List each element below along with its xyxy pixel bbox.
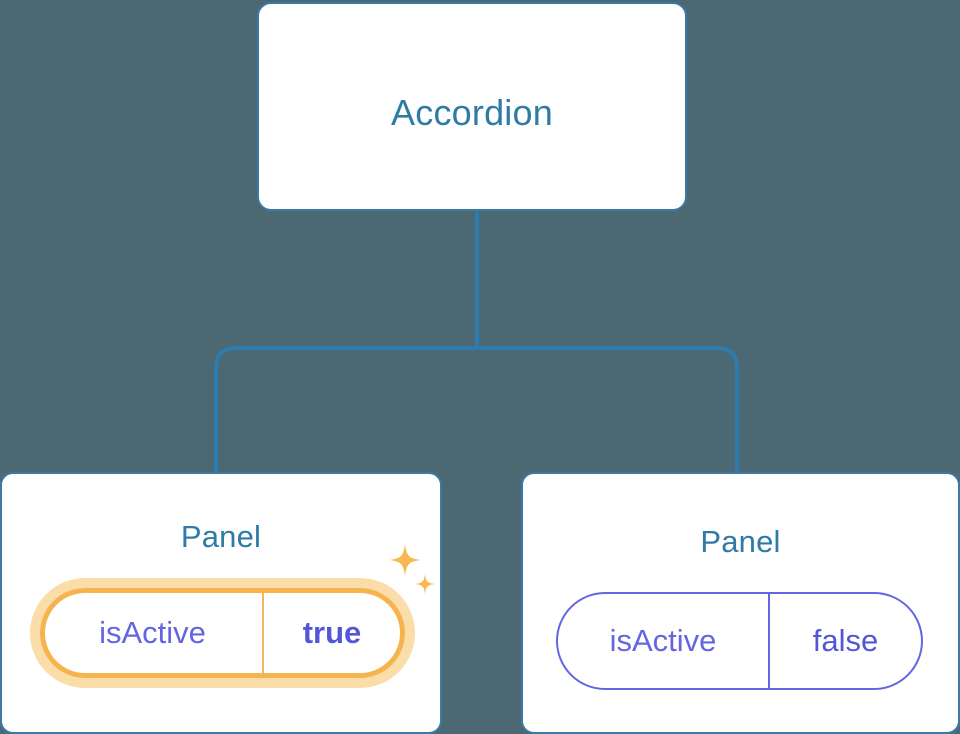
prop-pill-highlight-glow — [30, 578, 415, 688]
prop-pill-isactive-true[interactable]: isActive true — [40, 588, 405, 678]
connector-to-left-panel — [214, 346, 477, 472]
prop-pill-isactive-false[interactable]: isActive false — [556, 592, 923, 690]
prop-key-label: isActive — [558, 594, 770, 688]
prop-pill-left-wrapper: isActive true — [30, 578, 415, 688]
node-panel-left-title: Panel — [180, 519, 262, 554]
node-accordion-title: Accordion — [391, 92, 553, 133]
prop-value-label: true — [302, 615, 362, 650]
prop-key-label: isActive — [45, 593, 264, 673]
node-accordion[interactable]: Accordion — [257, 2, 687, 211]
node-panel-right-title: Panel — [700, 524, 781, 559]
prop-pill-right-wrapper: isActive false — [556, 592, 923, 690]
connector-to-right-panel — [477, 346, 739, 472]
prop-value-label: false — [812, 623, 879, 658]
